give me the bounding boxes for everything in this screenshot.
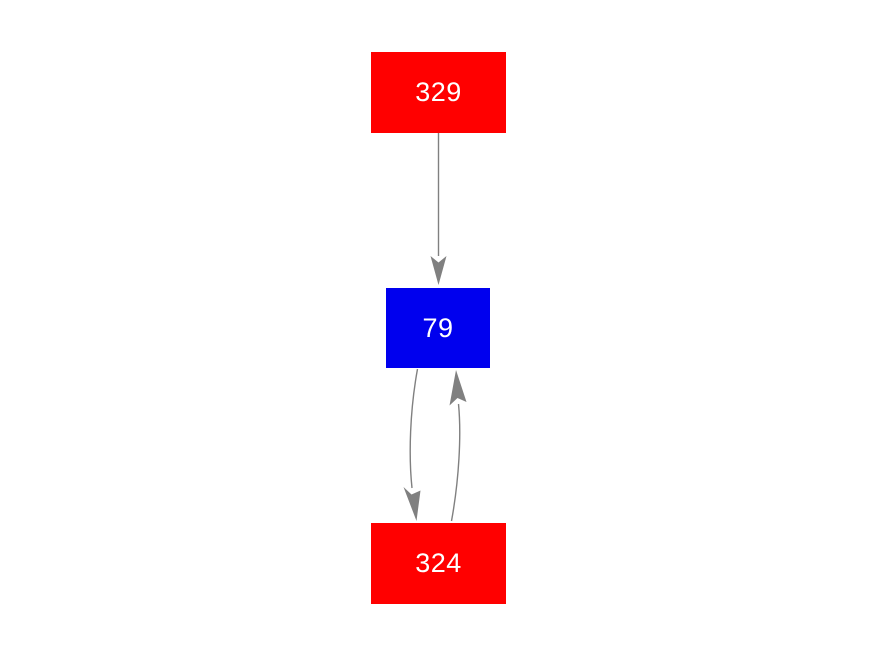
edge-324-to-79-line xyxy=(450,403,461,522)
graph-node-324[interactable]: 324 xyxy=(371,523,506,604)
graph-node-79[interactable]: 79 xyxy=(386,288,490,368)
graph-node-79-label: 79 xyxy=(422,312,454,343)
graph-node-329[interactable]: 329 xyxy=(371,52,506,133)
edge-79-to-324-line xyxy=(409,368,419,489)
edge-79-to-324-arrowhead xyxy=(403,487,421,521)
edge-324-to-79-arrowhead xyxy=(449,370,467,406)
edge-329-to-79-arrowhead xyxy=(430,256,447,285)
edge-79-to-324 xyxy=(403,368,421,521)
edge-324-to-79 xyxy=(449,370,467,522)
graph-node-324-label: 324 xyxy=(415,548,462,578)
edge-329-to-79 xyxy=(430,133,447,285)
graph-node-329-label: 329 xyxy=(415,77,462,107)
